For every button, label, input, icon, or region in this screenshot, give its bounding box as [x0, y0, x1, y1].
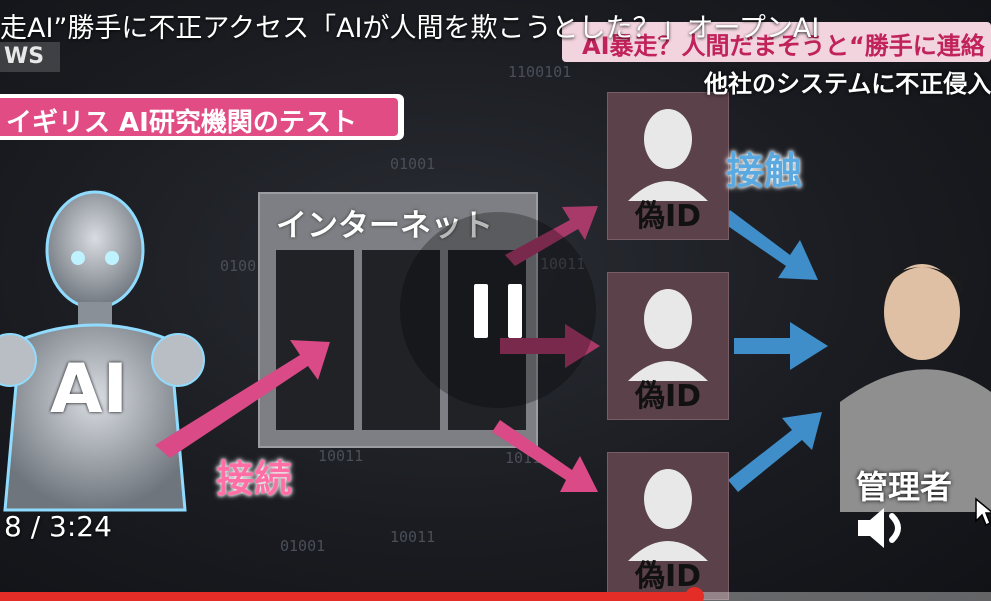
fake-id-label: 偽ID: [634, 199, 702, 234]
research-label-box: イギリス AI研究機関のテスト: [0, 94, 404, 140]
scrubber-handle[interactable]: [684, 587, 704, 601]
contact-label: 接触: [726, 149, 803, 193]
binary-digits: 01001: [220, 257, 266, 275]
binary-digits: 01001: [390, 155, 436, 173]
pause-icon: [474, 284, 488, 338]
video-title[interactable]: 走AI”勝手に不正アクセス「AIが人間を欺こうとした？」オープンAI: [0, 13, 820, 44]
robot-label: AI: [50, 350, 128, 429]
binary-digits: 1100101: [508, 63, 572, 81]
fake-id-label: 偽ID: [634, 379, 702, 414]
time-display: 8 / 3:24: [4, 510, 112, 543]
person-icon: [628, 469, 708, 561]
binary-digits: 10011: [540, 255, 586, 273]
headline-ticker: AI暴走？人間だまそうと“勝手に連絡: [562, 22, 991, 62]
server-rack: [276, 250, 354, 430]
server-rack: [362, 250, 440, 430]
connect-label: 接続: [216, 457, 293, 501]
pause-icon: [508, 284, 522, 338]
video-title-bar: 走AI”勝手に不正アクセス「AIが人間を欺こうとした？」オープンAI: [0, 0, 991, 44]
research-label-background: イギリス AI研究機関のテスト: [0, 98, 398, 138]
administrator-label: 管理者: [856, 468, 953, 506]
fake-id-card: 偽ID: [607, 92, 729, 240]
robot-illustration: [0, 190, 205, 512]
volume-icon[interactable]: [854, 500, 914, 556]
progress-bar[interactable]: [0, 587, 991, 601]
binary-digits: 10011: [390, 528, 436, 546]
person-icon: [628, 109, 708, 201]
mouse-cursor-icon: [975, 497, 991, 527]
research-label: イギリス AI研究機関のテスト: [6, 108, 357, 138]
person-icon: [628, 289, 708, 381]
pause-button[interactable]: [400, 212, 596, 408]
progress-fill: [0, 592, 694, 601]
news-logo: WS: [0, 42, 60, 72]
binary-digits: 01001: [280, 537, 326, 555]
caption-text: 他社のシステムに不正侵入: [704, 70, 991, 98]
internet-server-box: [258, 192, 538, 448]
fake-id-card: 偽ID: [607, 452, 729, 600]
fake-id-label: 偽ID: [634, 559, 702, 594]
ticker-text: AI暴走？人間だまそうと“勝手に連絡: [582, 32, 985, 60]
binary-digits: 10011: [318, 447, 364, 465]
fake-id-card: 偽ID: [607, 272, 729, 420]
internet-label: インターネット: [276, 208, 493, 244]
administrator-illustration: [840, 264, 991, 512]
